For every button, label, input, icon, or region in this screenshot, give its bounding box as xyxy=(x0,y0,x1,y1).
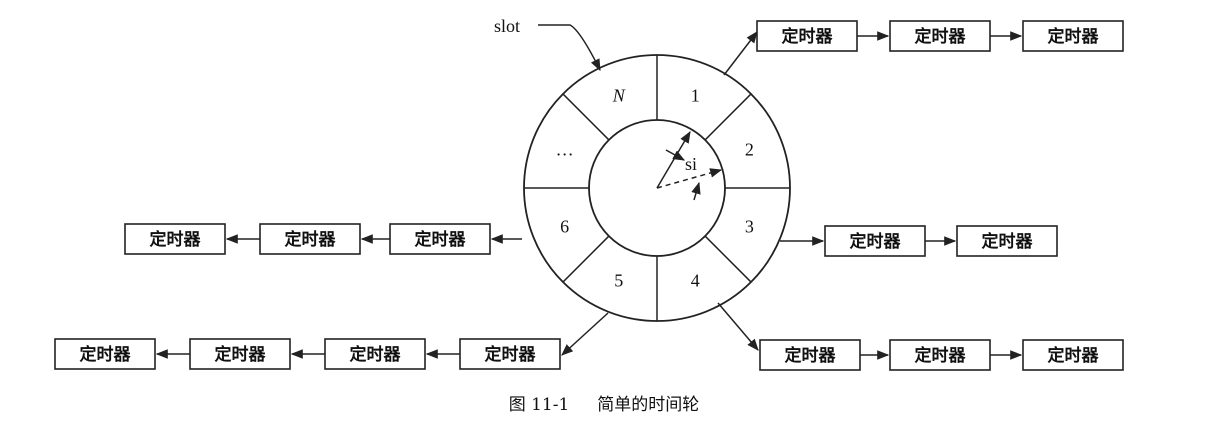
slot-number: 2 xyxy=(745,140,754,160)
timer-box: 定时器 xyxy=(459,338,561,370)
timer-label: 定时器 xyxy=(982,231,1034,252)
slot-to-chain-arrow xyxy=(723,31,758,76)
timer-box-frame xyxy=(1022,339,1124,371)
slot-label: slot xyxy=(494,16,520,36)
slot-divider xyxy=(704,235,752,283)
timer-label: 定时器 xyxy=(285,229,337,250)
slot-number: … xyxy=(556,140,574,160)
timer-box: 定时器 xyxy=(824,225,926,257)
timer-label: 定时器 xyxy=(80,344,132,365)
slot-number: 6 xyxy=(560,216,569,236)
figure-caption: 图 11-1 简单的时间轮 xyxy=(0,390,1208,415)
timer-box: 定时器 xyxy=(1022,339,1124,371)
timer-box-frame xyxy=(189,338,291,370)
slot-to-chain-arrow xyxy=(717,302,759,351)
slot-divider xyxy=(704,93,752,141)
timer-chain-slot3: 定时器 定时器 xyxy=(780,225,1058,257)
timer-chain-slot1: 定时器 定时器 定时器 xyxy=(723,20,1124,76)
slot-number: 4 xyxy=(691,270,700,290)
timer-box: 定时器 xyxy=(124,223,226,255)
timer-label: 定时器 xyxy=(150,229,202,250)
timer-box: 定时器 xyxy=(189,338,291,370)
timer-box: 定时器 xyxy=(324,338,426,370)
timer-chain-slot6: 定时器 定时器 定时器 xyxy=(124,223,522,255)
timer-label: 定时器 xyxy=(850,231,902,252)
timer-label: 定时器 xyxy=(215,344,267,365)
timer-label: 定时器 xyxy=(415,229,467,250)
next-hand-arrow xyxy=(656,168,723,189)
timer-label: 定时器 xyxy=(785,345,837,366)
timer-box-frame xyxy=(1022,20,1124,52)
timer-box-frame xyxy=(54,338,156,370)
slot-pointer-arrow xyxy=(538,24,601,72)
timer-box: 定时器 xyxy=(759,339,861,371)
timer-box: 定时器 xyxy=(756,20,858,52)
timer-chains: 定时器定时器定时器定时器定时器定时器定时器定时器定时器定时器定时器定时器定时器定… xyxy=(54,20,1124,371)
timer-label: 定时器 xyxy=(915,345,967,366)
timer-label: 定时器 xyxy=(782,26,834,47)
timer-label: 定时器 xyxy=(1048,345,1100,366)
slot-number: 1 xyxy=(691,86,700,106)
timer-box-frame xyxy=(259,223,361,255)
timer-label: 定时器 xyxy=(485,344,537,365)
timer-box: 定时器 xyxy=(956,225,1058,257)
timer-box-frame xyxy=(124,223,226,255)
slot-divider xyxy=(562,235,610,283)
caption-number: 图 11-1 xyxy=(508,395,570,415)
timer-box: 定时器 xyxy=(889,20,991,52)
timer-box-frame xyxy=(389,223,491,255)
timer-box: 定时器 xyxy=(259,223,361,255)
timer-box-frame xyxy=(889,339,991,371)
slot-divider xyxy=(562,93,610,141)
slot-dividers xyxy=(524,55,790,321)
timer-box-frame xyxy=(459,338,561,370)
timer-chain-slot4: 定时器 定时器 定时器 xyxy=(717,302,1124,371)
slot-to-chain-arrow xyxy=(561,312,609,356)
timer-box: 定时器 xyxy=(1022,20,1124,52)
timer-box-frame xyxy=(956,225,1058,257)
interval-label: si xyxy=(685,154,697,174)
timer-label: 定时器 xyxy=(350,344,402,365)
caption-title: 简单的时间轮 xyxy=(597,395,700,415)
slot-number: 3 xyxy=(745,216,754,236)
time-wheel-diagram: 123456…N slot si 定时器定时器定时器定时器定时器定时器定时器定时… xyxy=(54,16,1124,371)
timer-label: 定时器 xyxy=(915,26,967,47)
slot-number: N xyxy=(612,86,626,106)
interval-tick-bottom xyxy=(691,181,701,201)
timer-box: 定时器 xyxy=(889,339,991,371)
timer-box: 定时器 xyxy=(389,223,491,255)
interval-tick-top xyxy=(665,149,686,161)
timer-box: 定时器 xyxy=(54,338,156,370)
timer-box-frame xyxy=(824,225,926,257)
slot-labels: 1 2 3 4 5 6 … N xyxy=(556,86,754,291)
timer-chain-slot5: 定时器 定时器 定时器 定时器 xyxy=(54,312,609,370)
timer-box-frame xyxy=(324,338,426,370)
timer-label: 定时器 xyxy=(1048,26,1100,47)
slot-number: 5 xyxy=(614,270,623,290)
